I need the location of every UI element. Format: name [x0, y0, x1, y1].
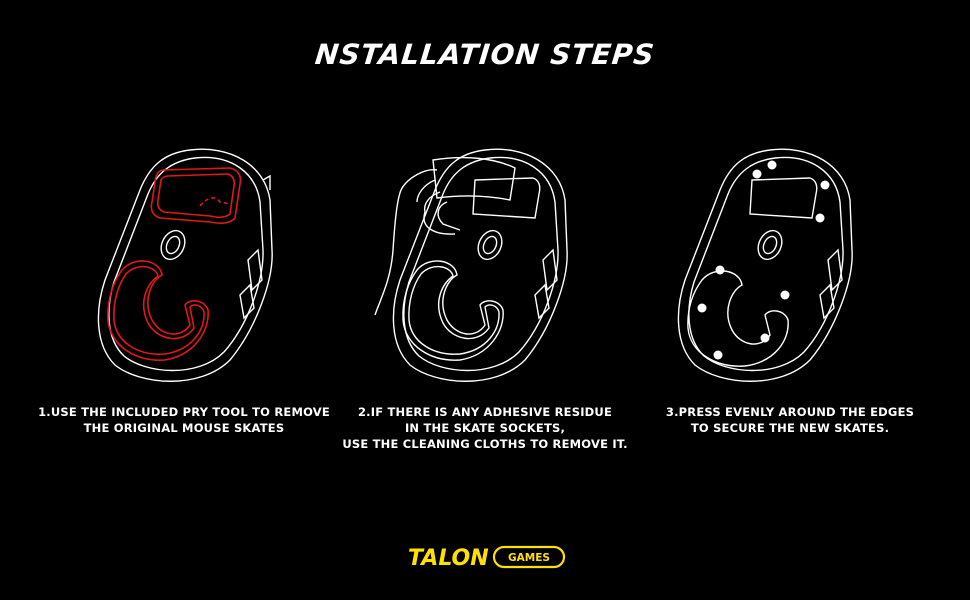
logo-games-text: GAMES: [508, 552, 550, 564]
step-3-caption: 3.PRESS EVENLY AROUND THE EDGES TO SECUR…: [630, 404, 950, 436]
step-3-line-1: 3.PRESS EVENLY AROUND THE EDGES: [665, 405, 915, 419]
step-1-caption: 1.USE THE INCLUDED PRY TOOL TO REMOVE TH…: [24, 404, 344, 436]
page-title: NSTALLATION STEPS: [313, 38, 657, 71]
step-2-illustration: [365, 140, 665, 390]
step-1-line-1: 1.USE THE INCLUDED PRY TOOL TO REMOVE: [38, 405, 330, 419]
step-1-line-2: THE ORIGINAL MOUSE SKATES: [83, 421, 285, 435]
talon-games-logo: TALON GAMES: [408, 541, 568, 573]
step-3-line-2: TO SECURE THE NEW SKATES.: [690, 421, 890, 435]
step-2-line-3: USE THE CLEANING CLOTHS TO REMOVE IT.: [342, 437, 628, 451]
step-2-line-2: IN THE SKATE SOCKETS,: [404, 421, 566, 435]
logo-talon-text: TALON: [408, 546, 489, 571]
step-2-line-1: 2.IF THERE IS ANY ADHESIVE RESIDUE: [357, 405, 613, 419]
hand-cleaning-skate-icon: [374, 148, 568, 382]
mouse-new-skates-icon: [677, 148, 853, 382]
step-3-illustration: [660, 140, 960, 390]
mouse-bottom-skates-icon: [97, 148, 273, 382]
step-2-caption: 2.IF THERE IS ANY ADHESIVE RESIDUE IN TH…: [325, 404, 645, 452]
step-1-illustration: [80, 140, 380, 390]
